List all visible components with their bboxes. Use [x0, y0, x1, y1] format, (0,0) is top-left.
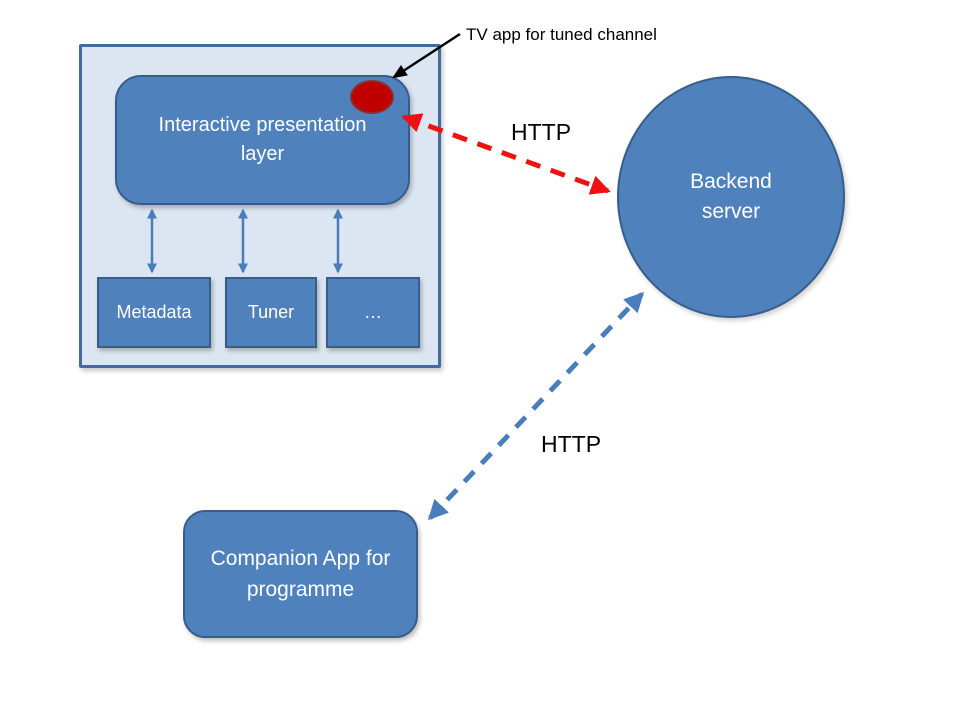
module-box-tuner: Tuner	[225, 277, 317, 348]
tv-app-ellipse	[350, 80, 394, 114]
companion-app-label: Companion App for programme	[210, 546, 391, 602]
module-label-metadata: Metadata	[116, 302, 192, 322]
backend-server-label: Backend server	[690, 169, 772, 223]
backend-server-circle: Backend server	[617, 76, 845, 318]
module-label-more: …	[364, 302, 382, 322]
link-companion-backend-arrow	[427, 291, 645, 521]
http-label-companion-backend: HTTP	[541, 431, 602, 457]
presentation-layer-label: Interactive presentation layer	[158, 114, 367, 165]
annotation-label: TV app for tuned channel	[466, 25, 657, 44]
companion-app-box: Companion App for programme	[183, 510, 418, 638]
module-box-metadata: Metadata	[97, 277, 211, 348]
module-box-more: …	[326, 277, 420, 348]
module-label-tuner: Tuner	[247, 302, 295, 322]
http-label-tv-backend: HTTP	[511, 119, 572, 145]
